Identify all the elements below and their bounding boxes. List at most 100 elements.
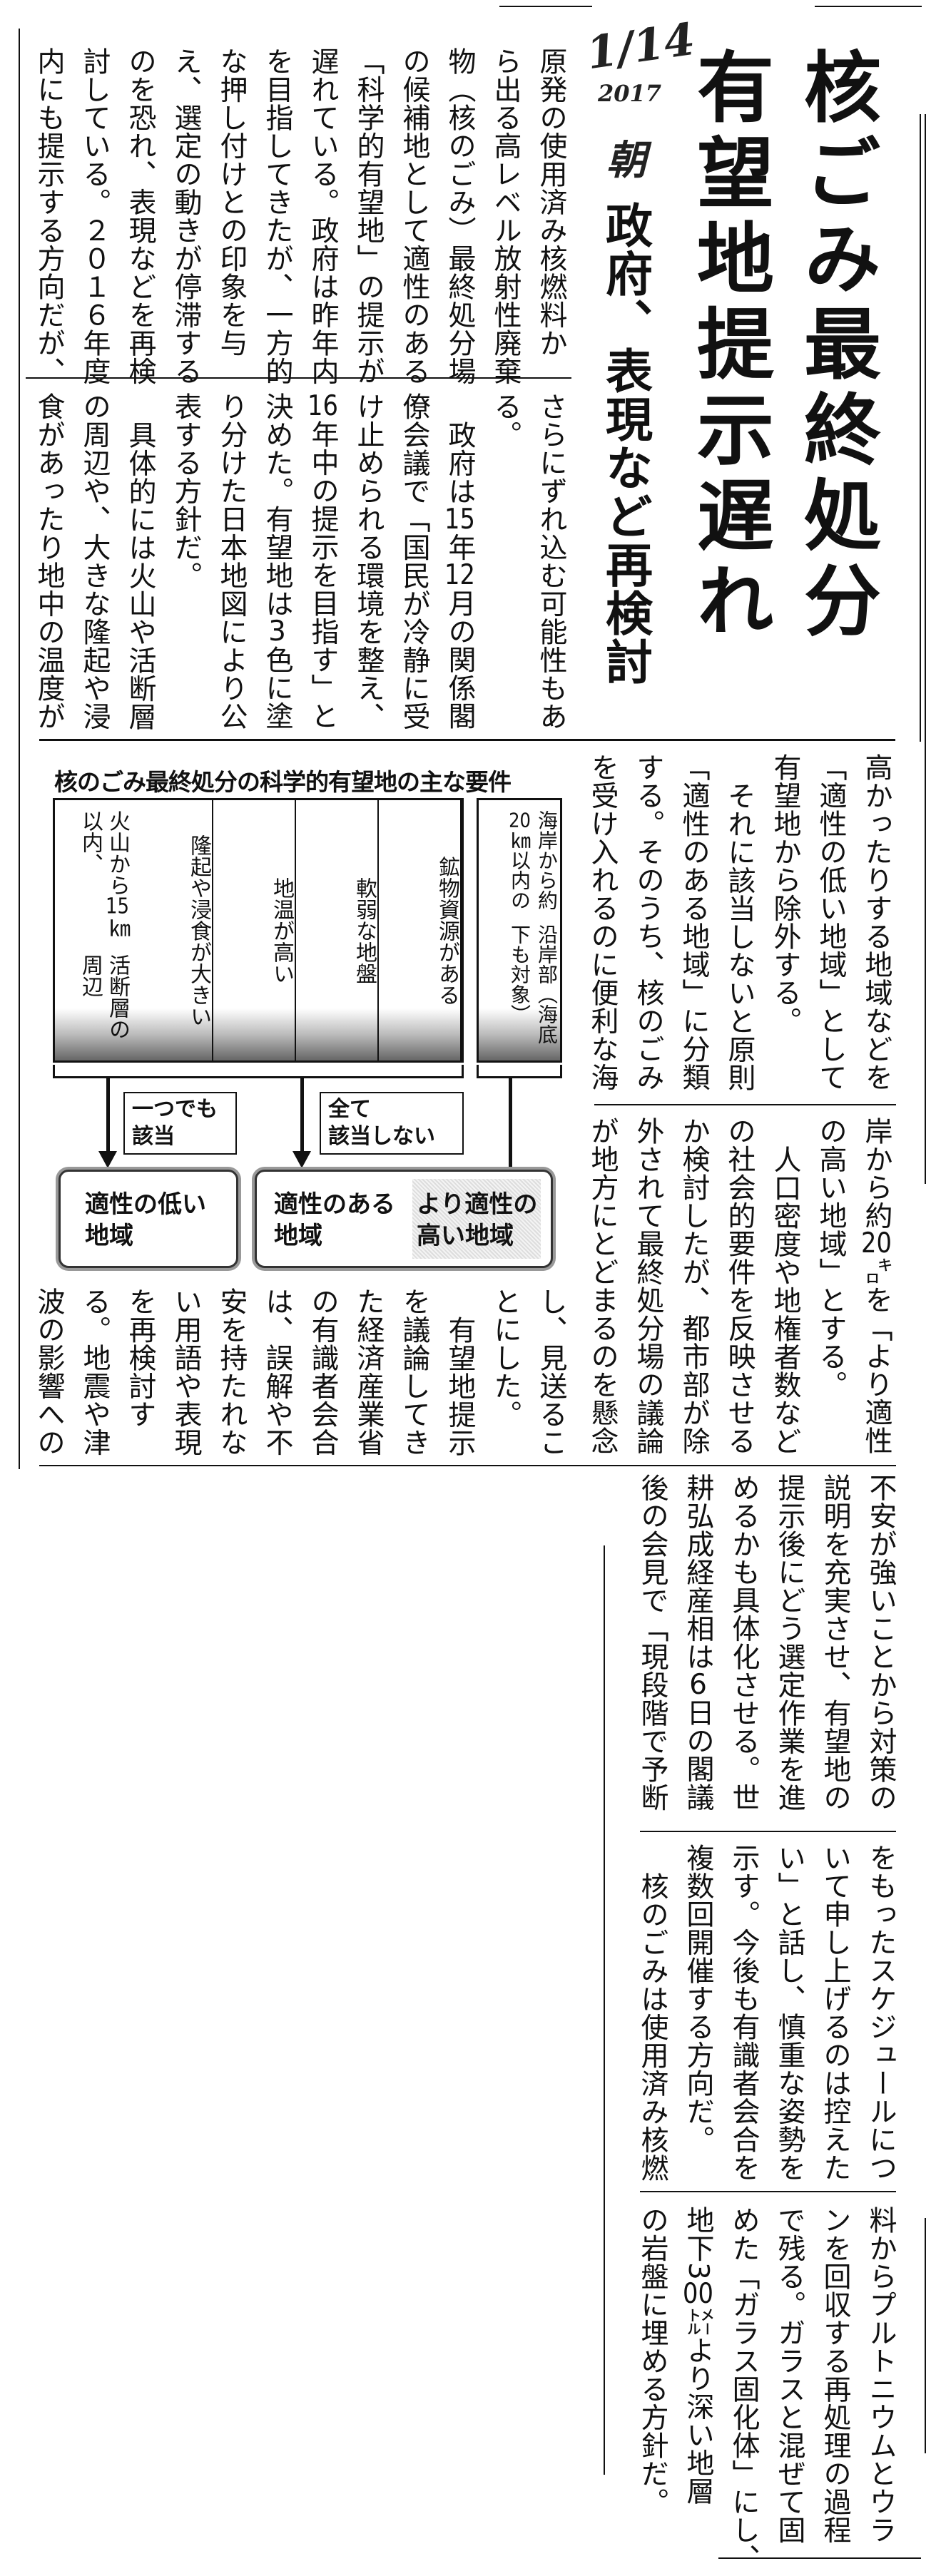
text-column: 安を持たれな [215,1287,248,1456]
criterion-coastal: 海岸から約20㎞以内の 沿岸部（海底下も対象） [479,800,560,1060]
text-column: めるかも具体化させる。世 [728,1473,760,1811]
text-column: 人口密度や地権者数など [769,1145,801,1456]
divider-mid [594,1104,896,1105]
text-column: 討している。２０１６年度 [78,47,111,385]
text-column: 僚会議で「国民が冷静に受 [398,392,430,730]
article-block-bottom-2: をもったスケジュールについて申し上げるのは控えたい」と話し、慎重な姿勢を示す。今… [629,1844,903,2193]
text-column: 波の影響への [33,1287,65,1456]
text-column: を目指してきたが、一方的 [261,47,293,385]
text-column: 有望地から除外する。 [769,753,801,1035]
text-column: 不安が強いことから対策の [865,1473,897,1811]
callout-none-applies: 全て 該当しない [320,1092,464,1155]
subheadline: 政府、表現など再検討 [598,201,653,686]
handwritten-edition: 朝 [606,137,646,184]
text-column: 政府は15年12月の関係閣 [444,421,476,730]
criterion-volcano-fault: 火山から15㎞以内、 活断層の周辺 [51,800,131,1060]
divider-section-bottom [39,1465,896,1466]
text-column: 決めた。有望地は3色に塗 [261,392,293,730]
text-column: で残る。ガラスと混ぜて固 [773,2206,805,2544]
divider-bottom-1 [640,1831,896,1832]
headline-line-1: 核ごみ最終処分 [791,47,881,646]
text-column: 岸から約20㌔を「より適性 [860,1117,892,1455]
text-column: る。地震や津 [78,1287,111,1456]
text-column: 提示後にどう選定作業を進 [773,1473,805,1811]
text-column: か検討したが、都市部が除 [678,1117,710,1455]
result-low-line-2: 地域 [85,1222,133,1250]
bracket-coastal [477,1065,562,1078]
text-column: 原発の使用済み核燃料か [535,47,567,357]
text-column: 遅れている。政府は昨年内 [307,47,339,385]
article-block-top-upper: 原発の使用済み核燃料から出る高レベル放射性廃棄物（核のごみ）最終処分場の候補地と… [26,47,574,385]
divider-top-body [26,377,571,379]
text-column: た経済産業省 [352,1287,385,1456]
callout-any-line-2: 該当 [132,1124,175,1149]
article-block-mid-upper: 高かったりする地域などを「適性の低い地域」として有望地から除外する。それに該当し… [579,753,899,1103]
result-high-line-1: より適性の [417,1190,538,1219]
text-column: 内にも提示する方向だが、 [33,47,65,385]
divider-headline-bottom [39,739,895,741]
text-column: それに該当しないと原則 [723,782,756,1092]
article-block-mid-lower: 岸から約20㌔を「より適性の高い地域」とする。人口密度や地権者数などの社会的要件… [579,1117,899,1466]
criterion-volcano-line-2: 活断層の周辺 [78,954,130,1041]
article-block-bottom-1: 不安が強いことから対策の説明を充実させ、有望地の提示後にどう選定作業を進めるかも… [629,1473,903,1823]
coastal-box: 海岸から約20㎞以内の 沿岸部（海底下も対象） [477,798,562,1063]
text-column: え、選定の動きが停滞する [170,47,202,385]
column-border-lower [604,1545,605,2475]
right-border-lower [925,2218,926,2453]
text-column: い」と話し、慎重な姿勢を [773,1844,805,2182]
text-column: の候補地として適性のある [398,47,430,385]
text-column: を再検討す [124,1287,156,1428]
text-column: さらにずれ込む可能性もあ [535,392,567,730]
text-column: は、誤解や不 [261,1287,293,1456]
text-column: をもったスケジュールにつ [865,1844,897,2182]
text-column: 食があったり地中の温度が [33,392,65,730]
article-block-left-lower: し、見送ることにした。有望地提示を議論してきた経済産業省の有識者会合は、誤解や不… [26,1287,574,1458]
callout-any-applies: 一つでも 該当 [123,1092,237,1155]
handwritten-date: 1/14 [583,12,698,80]
text-column: いて申し上げるのは控えた [819,1844,851,2182]
text-column: ら出る高レベル放射性廃棄 [489,47,522,385]
text-column: 16年中の提示を目指す」と [307,392,339,730]
text-column: ンを回収する再処理の過程 [819,2206,851,2544]
text-column: する。そのうち、核のごみ [632,753,664,1091]
text-column: 「適性の低い地域」として [815,753,847,1091]
text-column: る。 [489,392,522,449]
text-column: 有望地提示 [444,1316,476,1457]
text-column: の高い地域」とする。 [815,1117,847,1399]
text-column: 外されて最終処分場の議論 [632,1117,664,1455]
criterion-uplift-erosion: 隆起や浸食が大きい [131,800,213,1060]
text-column: のを恐れ、表現などを再検 [124,47,156,385]
text-column: を受け入れるのに便利な海 [586,753,619,1091]
criterion-mineral: 鉱物資源がある [379,800,462,1060]
result-suitable-line-1: 適性のある [274,1190,395,1219]
text-column: を議論してき [398,1287,430,1456]
text-column: 後の会見で「現段階で予断 [636,1473,668,1811]
text-column: 高かったりする地域などを [860,753,892,1091]
criterion-high-temperature: 地温が高い [213,800,296,1060]
right-border-inner [920,114,921,742]
text-column: 表する方針だ。 [170,392,202,590]
text-column: の有識者会合 [307,1287,339,1456]
result-high-line-2: 高い地域 [417,1222,514,1250]
bottom-rule [718,2557,921,2559]
text-column: 「適性のある地域」に分類 [678,753,710,1091]
result-suitable: 適性のある 地域 より適性の 高い地域 [255,1170,553,1268]
handwritten-year: 2017 [598,80,662,107]
coastal-line-2: 沿岸部（海底下も対象） [508,924,559,1045]
text-column: とにした。 [489,1287,522,1428]
text-column: が地方にとどまるのを懸念 [586,1117,619,1455]
arrow-to-low [98,1077,117,1168]
coastal-line-1: 海岸から約20㎞以内の [508,810,559,910]
text-column: け止められる環境を整え、 [352,392,385,730]
headline-line-2: 有望地提示遅れ [684,47,774,646]
text-column: 物（核のごみ）最終処分場 [444,47,476,385]
text-column: 料からプルトニウムとウラ [865,2206,897,2544]
figure-title: 核のごみ最終処分の科学的有望地の主な要件 [54,768,512,796]
text-column: 複数回開催する方向だ。 [682,1844,714,2154]
text-column: めた「ガラス固化体」にし、 [728,2206,760,2572]
result-low-line-1: 適性の低い [85,1190,206,1219]
text-column: な押し付けとの印象を与 [215,47,248,357]
article-block-top-lower: さらにずれ込む可能性もある。政府は15年12月の関係閣僚会議で「国民が冷静に受け… [26,392,574,735]
criteria-box: 鉱物資源がある 軟弱な地盤 地温が高い 隆起や浸食が大きい 火山から15㎞以内、… [53,798,464,1063]
divider-bottom-2 [640,2191,896,2192]
